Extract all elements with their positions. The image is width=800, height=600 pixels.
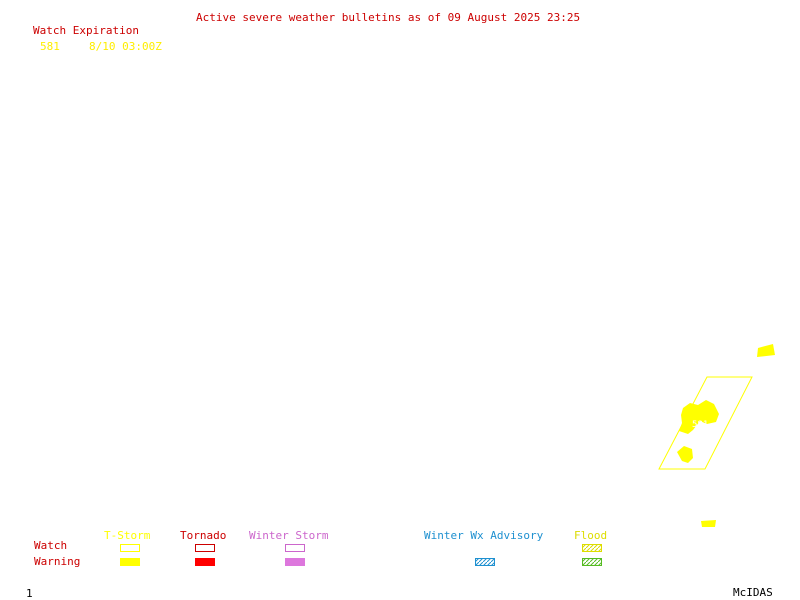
legend-tstorm-label: T-Storm xyxy=(104,529,151,542)
legend-winter-wx-advisory-warning-swatch xyxy=(475,558,495,566)
legend-flood-warning-swatch xyxy=(582,558,602,566)
tstorm-warning-polygon xyxy=(757,344,775,357)
frame-number: 1 xyxy=(26,587,33,600)
page-title: Active severe weather bulletins as of 09… xyxy=(196,11,581,24)
legend-winter-storm-warning-swatch xyxy=(285,558,305,566)
tstorm-warning-polygon xyxy=(701,520,716,527)
legend-flood-watch-swatch xyxy=(582,544,602,552)
legend-flood-label: Flood xyxy=(574,529,608,542)
watch-id: 581 xyxy=(40,40,60,53)
watch-expiration-heading: Watch Expiration xyxy=(33,24,139,37)
watch-box-581 xyxy=(658,376,753,470)
legend-tornado-warning-swatch xyxy=(195,558,215,566)
legend-tornado-watch-swatch xyxy=(195,544,215,552)
legend-winter-storm-label: Winter Storm xyxy=(249,529,329,542)
watch-box-label: 581 xyxy=(692,420,708,430)
legend-tstorm-watch-swatch xyxy=(120,544,140,552)
watch-expiration-time: 8/10 03:00Z xyxy=(89,40,162,53)
tstorm-warning-polygon xyxy=(679,400,719,434)
mcidas-credit: McIDAS xyxy=(733,586,773,599)
legend-row-label-watch: Watch xyxy=(34,539,68,552)
legend-winter-storm-watch-swatch xyxy=(285,544,305,552)
legend-tstorm-warning-swatch xyxy=(120,558,140,566)
legend-winter-wx-advisory-label: Winter Wx Advisory xyxy=(424,529,544,542)
legend-row-label-warning: Warning xyxy=(34,555,81,568)
legend-tornado-label: Tornado xyxy=(180,529,227,542)
tstorm-warning-polygon xyxy=(677,446,693,463)
